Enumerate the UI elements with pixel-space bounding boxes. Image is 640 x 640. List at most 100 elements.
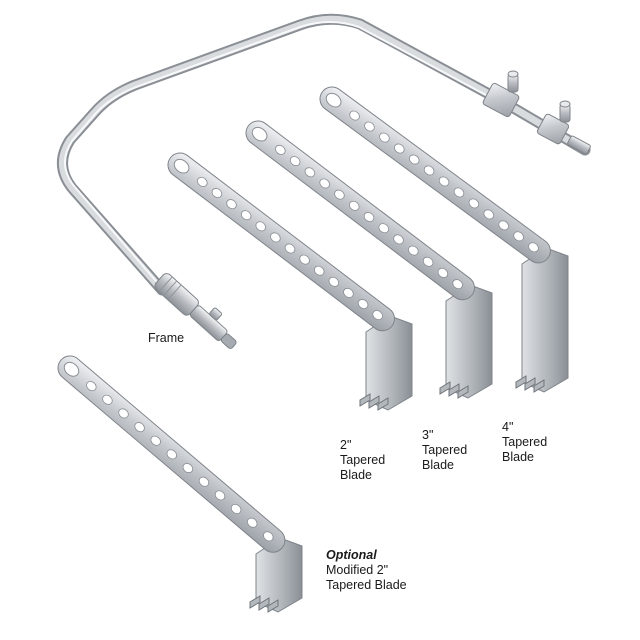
- blade-4in-tooth: [533, 379, 545, 393]
- label-modified-line1: Modified 2": [326, 563, 389, 577]
- blade-4in-strip: [319, 86, 551, 264]
- blade-3in-hole: [452, 279, 463, 290]
- blade-2in-hole: [240, 210, 252, 221]
- blade-4in-hole: [528, 242, 539, 253]
- blade-modified-2in-hole: [134, 422, 145, 433]
- blade-4in-hole: [438, 176, 450, 187]
- blade-4in-hole: [498, 220, 509, 231]
- blade-3in-tooth: [457, 385, 469, 399]
- blade-2in-hole: [357, 299, 369, 310]
- blade-2in-tooth: [368, 395, 380, 409]
- blade-modified-2in-hole: [263, 531, 274, 542]
- label-optional: Optional: [326, 548, 377, 562]
- label-blade-3in-size: 3": [422, 428, 434, 442]
- blade-2in-strip-body: [167, 152, 395, 332]
- blade-modified-2in-hole: [166, 449, 177, 460]
- blade-modified-2in-hole: [102, 394, 113, 405]
- blade-3in-strip: [245, 120, 475, 301]
- blade-3in-hole: [408, 245, 419, 256]
- blade-2in-hole: [226, 199, 237, 210]
- label-blade-4in-type: Tapered: [502, 435, 548, 449]
- frame-clamp: [482, 70, 591, 155]
- blade-modified-2in-tooth: [249, 595, 261, 609]
- label-blade-3in: 3" Tapered Blade: [422, 428, 467, 473]
- label-blade-2in-type: Tapered: [340, 453, 386, 467]
- blade-3in-hole: [422, 256, 434, 267]
- label-frame-text: Frame: [148, 331, 185, 345]
- blade-4in-hole: [394, 143, 405, 154]
- blade-4in-strip-body: [319, 86, 551, 264]
- blade-2in-hole: [255, 221, 267, 232]
- blade-2in-hole: [328, 276, 340, 287]
- blade-4in-eye-hole: [325, 92, 342, 108]
- blade-2in-hole: [270, 232, 281, 243]
- label-blade-4in-size: 4": [502, 420, 514, 434]
- blade-2in-tooth: [377, 397, 389, 411]
- blade-4in-vertical-part: [521, 247, 569, 393]
- blade-4in-hole: [364, 121, 375, 132]
- blade-2in-tooth: [359, 393, 371, 407]
- blade-4in-hole: [513, 231, 524, 242]
- blade-3in-hole: [393, 234, 404, 245]
- frame-handle: [154, 273, 237, 349]
- blade-3in-hole: [363, 212, 375, 223]
- blade-2in-hole: [299, 254, 310, 265]
- blade-3in-vertical-part: [445, 284, 493, 399]
- blade-3in-eye-hole: [251, 126, 268, 142]
- blade-2in-hole: [372, 310, 383, 321]
- frame-rod-highlight: [64, 21, 500, 289]
- blade-3in-tooth: [448, 383, 460, 397]
- blade-2in-strip: [167, 152, 395, 332]
- blade-4in: [319, 86, 569, 393]
- blade-modified-2in-eye-hole: [63, 361, 80, 377]
- blade-2in-eye-hole: [173, 158, 190, 174]
- frame-rod: [59, 15, 589, 294]
- blade-3in-hole: [304, 167, 316, 178]
- blade-modified-2in-strip: [57, 355, 286, 553]
- blade-2in-hole: [284, 243, 296, 254]
- frame: [57, 13, 591, 349]
- blade-4in-hole: [423, 165, 435, 176]
- label-blade-3in-type: Tapered: [422, 443, 468, 457]
- blade-3in-hole: [348, 200, 360, 211]
- blade-2in-vertical-part: [365, 315, 413, 411]
- blade-4in-hole: [483, 209, 495, 220]
- blade-modified-2in-hole: [118, 408, 129, 419]
- label-blade-3in-name: Blade: [422, 458, 454, 472]
- frame-rod-shadow: [57, 13, 591, 296]
- blade-3in-hole: [275, 144, 286, 155]
- label-blade-2in: 2" Tapered Blade: [340, 438, 385, 483]
- blade-modified-2in-tooth: [258, 597, 270, 611]
- blade-modified-2in-hole: [214, 490, 226, 501]
- label-blade-2in-name: Blade: [340, 468, 372, 482]
- blade-modified-2in-hole: [150, 435, 161, 446]
- blades: [57, 86, 569, 613]
- blade-modified-2in-hole: [86, 381, 97, 392]
- label-modified-line2: Tapered Blade: [326, 578, 407, 592]
- blade-2in-hole: [197, 176, 208, 187]
- blade-4in-hole: [349, 110, 360, 121]
- blade-3in-hole: [378, 223, 390, 234]
- blade-3in-hole: [289, 156, 301, 167]
- label-blade-4in: 4" Tapered Blade: [502, 420, 547, 465]
- blade-modified-2in-vertical-part: [255, 537, 303, 613]
- blade-4in-hole: [453, 187, 465, 198]
- blade-4in-hole: [408, 154, 420, 165]
- label-blade-2in-size: 2": [340, 438, 352, 452]
- blade-modified-2in-hole: [230, 503, 242, 515]
- blade-modified-2in-hole: [198, 476, 210, 487]
- blade-4in-tooth: [524, 377, 536, 391]
- blade-3in-hole: [319, 178, 330, 189]
- label-modified-blade: Optional Modified 2" Tapered Blade: [326, 548, 407, 593]
- blade-2in-hole: [313, 265, 325, 276]
- blade-4in-tooth: [515, 375, 527, 389]
- blade-2in: [167, 152, 413, 411]
- label-blade-4in-name: Blade: [502, 450, 534, 464]
- blade-3in-hole: [437, 267, 449, 278]
- blade-modified-2in-tooth: [267, 599, 279, 613]
- blade-3in: [245, 120, 493, 399]
- blade-modified-2in: [57, 355, 303, 613]
- label-frame: Frame: [148, 331, 184, 346]
- blade-modified-2in-hole: [246, 517, 258, 528]
